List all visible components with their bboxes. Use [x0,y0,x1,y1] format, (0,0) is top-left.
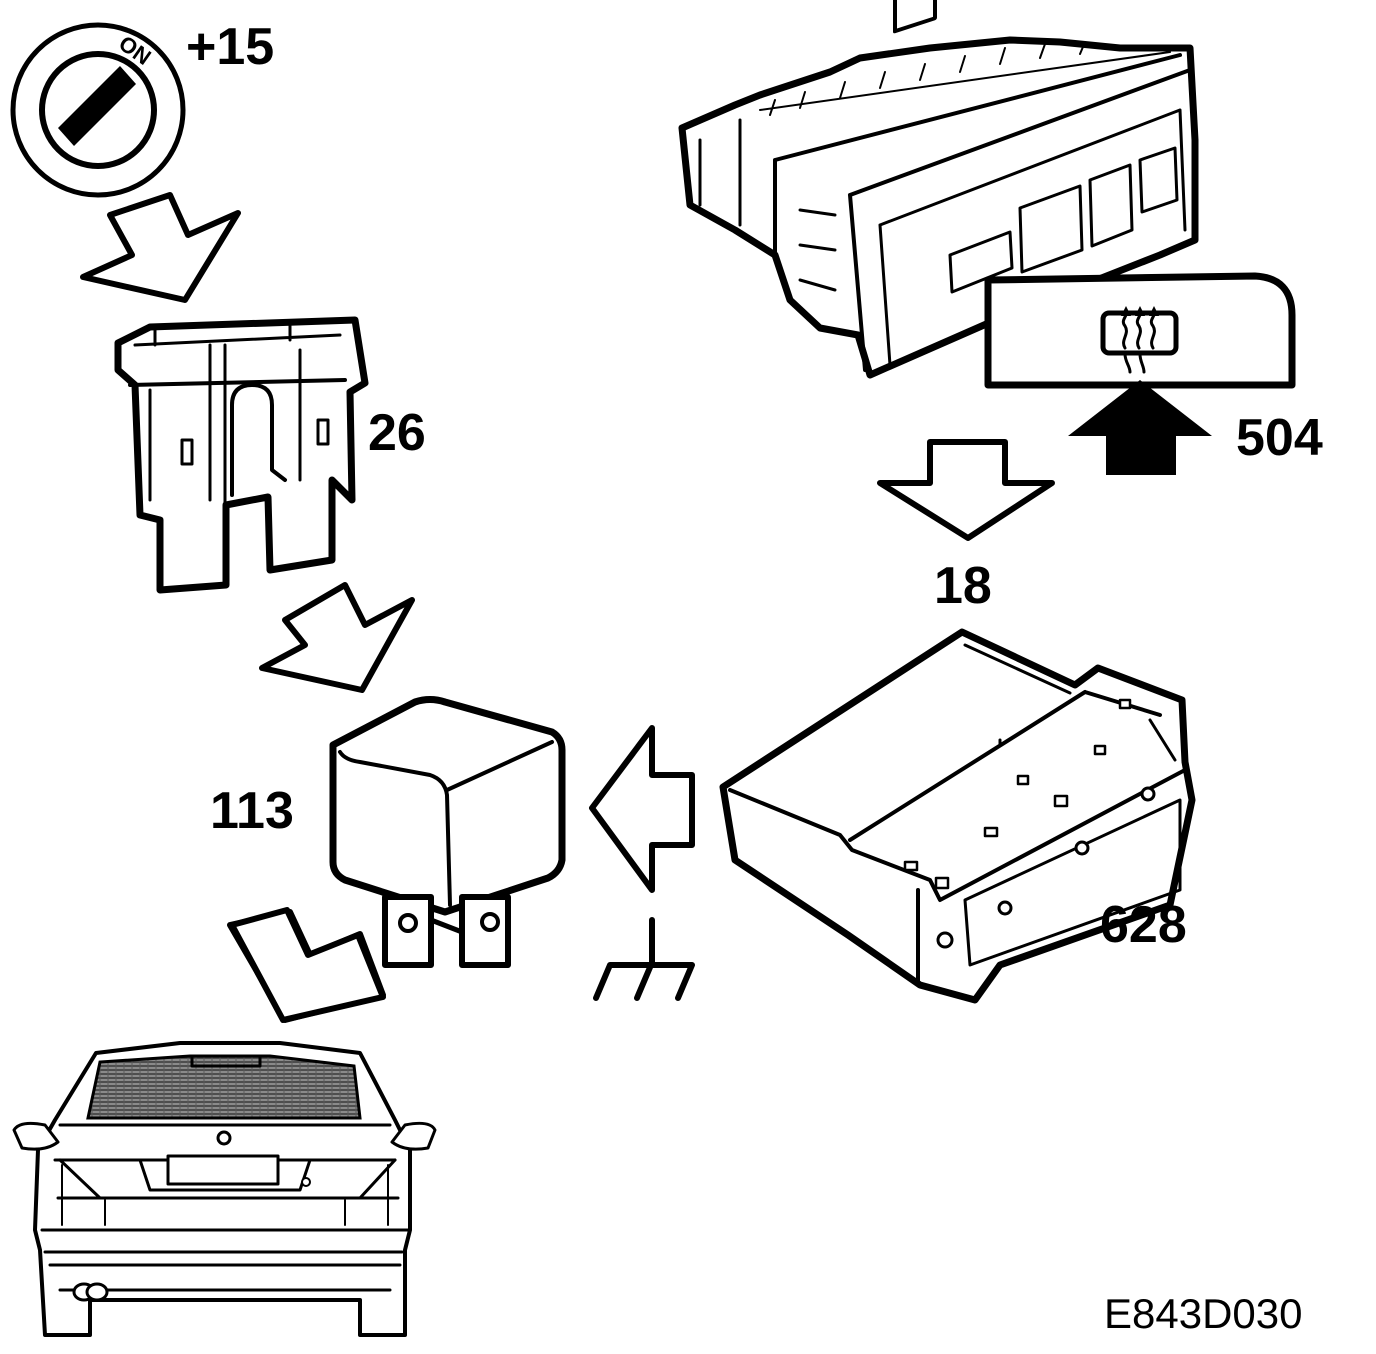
relay-label: 113 [210,782,294,840]
signal-label: 18 [934,557,992,615]
outline-arrow-icon [877,439,1055,541]
heater-switch-label: 504 [1236,409,1323,467]
control-module-icon [719,628,1196,1004]
fuse-label: 26 [368,404,426,462]
ignition-label: +15 [186,18,274,76]
car-rear-view-icon [12,1041,437,1337]
outline-arrow-icon [589,725,695,893]
rear-defrost-switch [984,272,1296,389]
figure-code: E843D030 [1104,1290,1303,1337]
solid-arrow-icon [1068,380,1212,475]
rear-defrost-icon [1121,306,1159,374]
outline-arrow-icon [80,192,241,303]
control-module-label: 628 [1100,896,1187,954]
ground-symbol-icon [593,917,695,1001]
fuse-icon [114,316,369,594]
outline-arrow-icon [229,907,386,1023]
relay-icon [329,696,566,968]
outline-arrow-icon [259,582,415,693]
ignition-switch-icon: ON [10,22,186,198]
